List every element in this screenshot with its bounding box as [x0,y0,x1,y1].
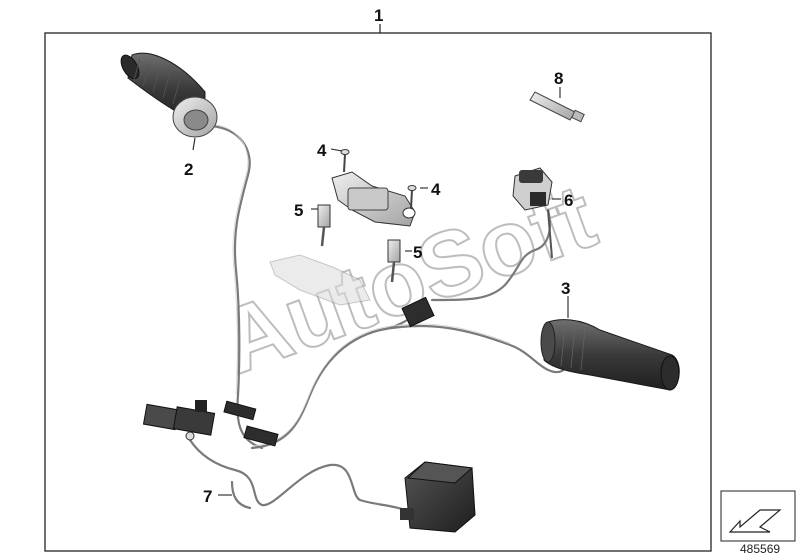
label-part-4a: 4 [317,141,327,160]
label-part-5b: 5 [413,243,422,262]
heated-grip-switch [512,167,553,259]
label-part-2: 2 [184,160,193,179]
spacer-5a [317,204,331,247]
assembly-frame [44,32,712,552]
connector-plug [401,296,435,328]
label-part-8: 8 [554,69,563,88]
mounting-bracket-ghost [269,254,371,306]
screw-4a [340,149,350,173]
mounting-bracket [331,171,416,227]
wiring-harness-highlight [209,123,511,447]
label-part-5a: 5 [294,201,303,220]
reference-number: 485569 [740,542,780,556]
right-heated-grip [540,319,680,391]
view-arrow-icon [728,509,782,533]
label-part-1: 1 [374,6,383,25]
grease-tube [529,91,585,123]
main-connector-junction [142,400,216,441]
reference-box [720,490,796,542]
control-unit-box [400,461,476,533]
harness-plugs [223,400,279,447]
label-part-4b: 4 [431,180,441,199]
label-part-3: 3 [561,279,570,298]
spacer-5b [387,239,401,283]
left-heated-grip [120,52,218,138]
label-part-6: 6 [564,191,573,210]
label-part-7: 7 [203,487,212,506]
screw-4b [407,185,417,209]
leader-lines [192,87,569,496]
